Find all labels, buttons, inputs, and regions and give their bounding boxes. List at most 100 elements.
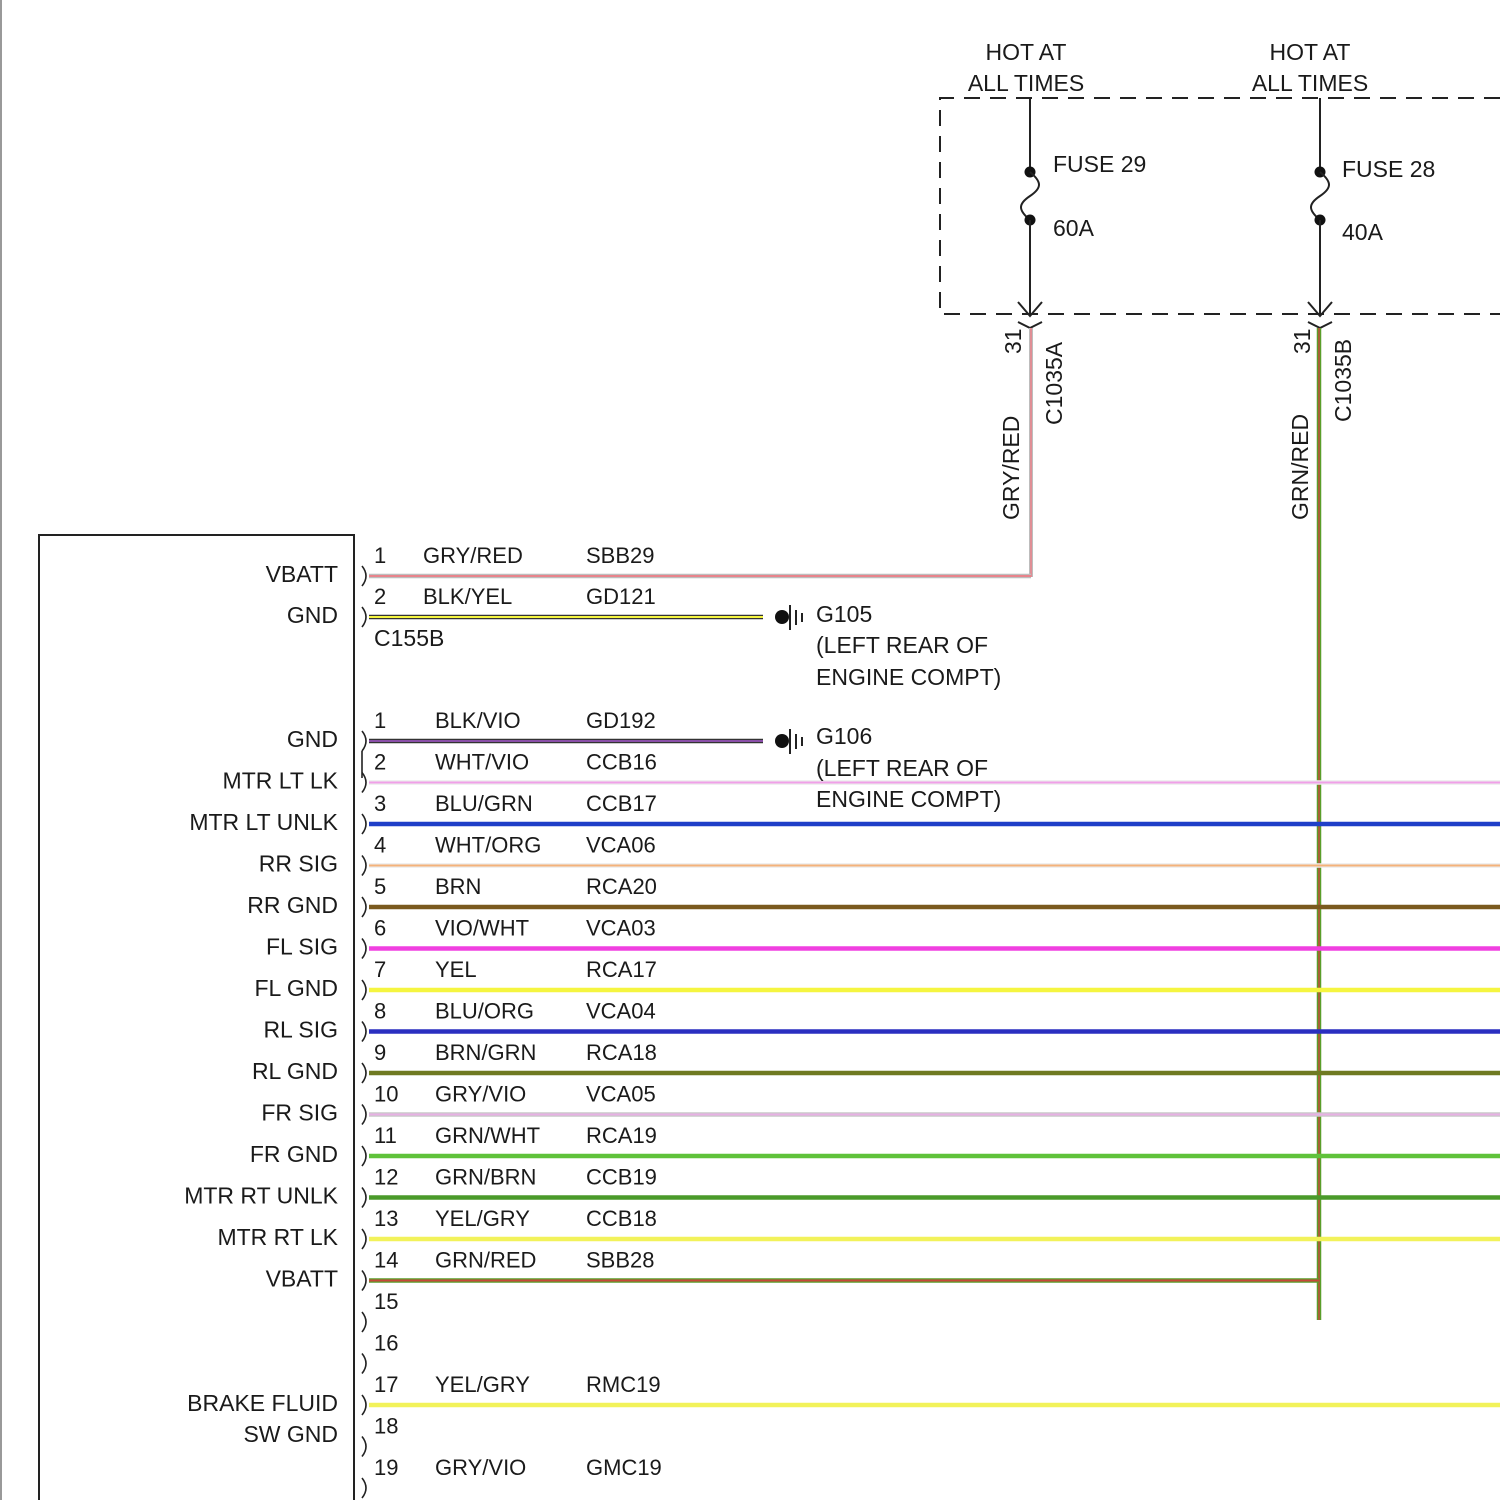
- pin-number: 1: [374, 543, 386, 568]
- ground-location-line1: (LEFT REAR OF: [816, 632, 988, 658]
- module-pin-label: MTR LT UNLK: [189, 809, 338, 835]
- circuit-id: CCB18: [586, 1206, 657, 1231]
- pin-terminal: [362, 1271, 366, 1291]
- pin-number: 1: [374, 708, 386, 733]
- module-pin-label: RL SIG: [263, 1017, 338, 1043]
- circuit-id: VCA03: [586, 916, 656, 941]
- module-pin-label: FL SIG: [266, 934, 338, 960]
- wire-row-pin-12: 12GRN/BRNCCB19MTR RT UNLK: [184, 1165, 1500, 1209]
- wire-row-pin-18: 18: [362, 1414, 398, 1457]
- circuit-id: CCB16: [586, 750, 657, 775]
- connector-name: C1035B: [1330, 339, 1356, 422]
- pin-number: 18: [374, 1414, 398, 1439]
- circuit-id: SBB29: [586, 543, 655, 568]
- pin-number: 10: [374, 1082, 398, 1107]
- pin-number: 11: [374, 1123, 397, 1148]
- wire-color-label: BLU/ORG: [435, 999, 534, 1024]
- circuit-id: VCA04: [586, 999, 656, 1024]
- module-pin-label: GND: [287, 602, 338, 628]
- wire-row-pin-16: 16: [362, 1331, 398, 1374]
- circuit-id: CCB17: [586, 791, 657, 816]
- pin-number: 7: [374, 957, 386, 982]
- ground-location-line2: ENGINE COMPT): [816, 786, 1001, 812]
- module-pin-label: VBATT: [266, 1266, 338, 1292]
- circuit-id: VCA05: [586, 1082, 656, 1107]
- wire-color-label: GRN/BRN: [435, 1165, 536, 1190]
- module-pin-label: FR SIG: [261, 1100, 338, 1126]
- pin-terminal: [362, 1312, 366, 1332]
- pin-terminal: [362, 1063, 366, 1083]
- pin-number: 12: [374, 1165, 398, 1190]
- fuse-symbol: [1021, 172, 1039, 220]
- wire-color-label: GRN/RED: [1287, 414, 1313, 520]
- pin-number: 4: [374, 833, 386, 858]
- ground-name: G106: [816, 723, 872, 749]
- pin-terminal: [362, 1354, 366, 1374]
- wire-color-label: BRN/GRN: [435, 1040, 536, 1065]
- pin-number: 9: [374, 1040, 386, 1065]
- module-pin-label: VBATT: [266, 561, 338, 587]
- pin-terminal: [362, 856, 366, 876]
- pin-terminal: [362, 897, 366, 917]
- all-times-label: ALL TIMES: [1252, 70, 1368, 96]
- pin-terminal: [362, 1437, 366, 1457]
- connector-name: C1035A: [1041, 341, 1067, 425]
- pin-number: 17: [374, 1372, 398, 1397]
- wire-color-label: BLK/YEL: [423, 584, 512, 609]
- wire-row-pin-6: 6 VIO/WHT VCA03 FL SIG: [266, 916, 1500, 960]
- pin-terminal: [362, 1478, 366, 1498]
- connector-pin: 31: [1289, 328, 1315, 354]
- wire-color-label: YEL: [435, 957, 477, 982]
- wire-row-pin-15: 15: [362, 1289, 398, 1332]
- pin-number: 15: [374, 1289, 398, 1314]
- pin-number: 16: [374, 1331, 398, 1356]
- ground-g105: G105 (LEFT REAR OF ENGINE COMPT): [775, 601, 1001, 690]
- hot-at-label: HOT AT: [1270, 39, 1351, 65]
- ground-symbol: [775, 734, 789, 748]
- fuse-block-outline: [940, 98, 1500, 314]
- ground-name: G105: [816, 601, 872, 627]
- pin-terminal: [362, 1105, 366, 1125]
- pin-terminal: [362, 566, 366, 586]
- pin-terminal: [362, 607, 366, 627]
- circuit-id: RMC19: [586, 1372, 661, 1397]
- pin-number: 2: [374, 750, 386, 775]
- pin-number: 6: [374, 916, 386, 941]
- module-pin-label: MTR RT LK: [217, 1224, 338, 1250]
- wire-color-label: YEL/GRY: [435, 1372, 530, 1397]
- pin-number: 13: [374, 1206, 398, 1231]
- pin-terminal: [362, 980, 366, 1000]
- circuit-id: CCB19: [586, 1165, 657, 1190]
- module-pin-label: MTR LT LK: [223, 768, 339, 794]
- pin-terminal: [362, 1022, 366, 1042]
- pin-terminal: [362, 939, 366, 959]
- pin-terminal: [362, 1146, 366, 1166]
- pin-number: 19: [374, 1455, 398, 1480]
- wire-color-label: GRN/RED: [435, 1248, 536, 1273]
- module-pin-label: RR GND: [247, 892, 338, 918]
- module-pin-label: GND: [287, 726, 338, 752]
- fuse-name: FUSE 29: [1053, 151, 1146, 177]
- circuit-id: RCA20: [586, 874, 657, 899]
- wire-color-label: VIO/WHT: [435, 916, 529, 941]
- wire-color-label: GRY/RED: [423, 543, 523, 568]
- wire-color-label: GRN/WHT: [435, 1123, 540, 1148]
- circuit-id: GD192: [586, 708, 656, 733]
- wire-color-label: YEL/GRY: [435, 1206, 530, 1231]
- circuit-id: RCA17: [586, 957, 657, 982]
- wire-color-label: WHT/VIO: [435, 750, 529, 775]
- pin-terminal: [362, 1395, 366, 1415]
- fuse-symbol: [1311, 172, 1329, 220]
- wire-color-label: BLK/VIO: [435, 708, 521, 733]
- pin-terminal: [362, 814, 366, 834]
- wire-row-pin-7: 7YELRCA17FL GND: [255, 957, 1500, 1001]
- circuit-id: RCA19: [586, 1123, 657, 1148]
- pin-number: 14: [374, 1248, 398, 1273]
